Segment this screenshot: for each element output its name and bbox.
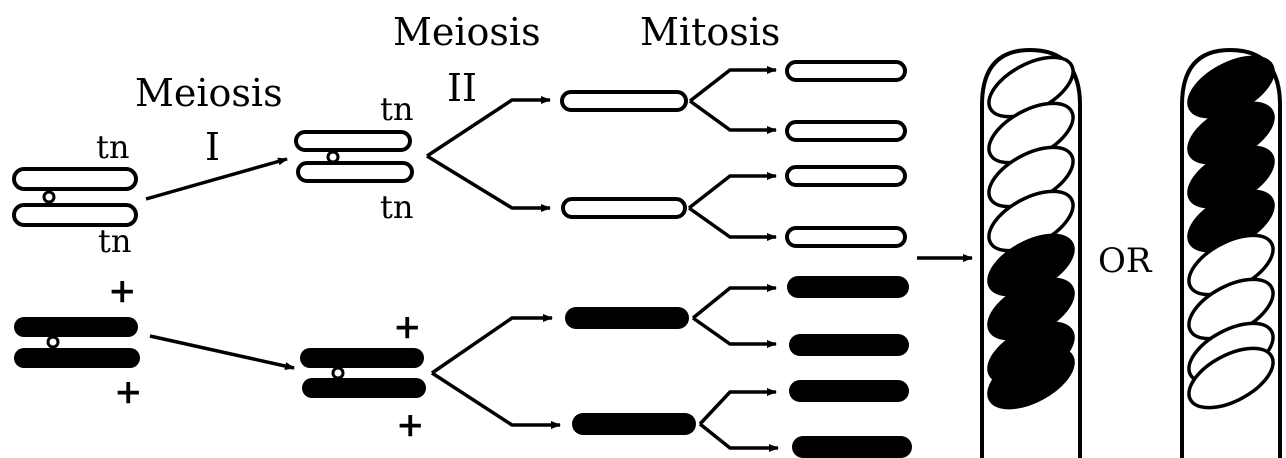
chromosome [14, 169, 136, 189]
meiosis-i-label: Meiosis [135, 71, 283, 115]
chromatid [565, 307, 689, 329]
arrow [689, 208, 776, 237]
or-label: OR [1098, 241, 1153, 281]
centromere [333, 368, 343, 378]
chromatid [563, 199, 685, 217]
meiosis-ii-numeral: II [447, 66, 477, 110]
chromatid [789, 334, 909, 356]
tn-marker: tn [98, 222, 131, 260]
chromatid [572, 413, 696, 435]
arrow [150, 336, 294, 368]
arrow [693, 288, 776, 318]
arrow [427, 100, 550, 156]
arrow [700, 424, 778, 448]
meiosis-ii-products [562, 92, 696, 435]
chromosome [14, 317, 138, 337]
centromere [44, 192, 54, 202]
chromatid [562, 92, 686, 110]
plus-marker: + [393, 307, 422, 347]
parental-mutant-chromosomes [14, 169, 136, 225]
arrow [690, 70, 776, 101]
arrow [689, 176, 776, 208]
chromatid [296, 132, 410, 150]
plus-marker: + [396, 405, 425, 445]
tn-marker: tn [380, 188, 413, 226]
chromatid [302, 378, 426, 398]
tn-marker: tn [96, 128, 129, 166]
mitosis-products [787, 62, 912, 458]
chromatid [792, 436, 912, 458]
ascus-left [980, 45, 1083, 458]
meiosis-ii-label: Meiosis [393, 10, 541, 54]
chromatid [787, 167, 905, 185]
chromatid [789, 380, 909, 402]
centromere [328, 152, 338, 162]
dyad-wildtype [300, 348, 426, 398]
ascus-right [1180, 45, 1283, 458]
meiosis-i-numeral: I [205, 125, 220, 169]
arrow [432, 318, 552, 373]
arrow [690, 101, 776, 130]
parental-wildtype-chromosomes [14, 317, 140, 368]
chromatid [787, 228, 905, 246]
arrow [427, 156, 550, 208]
dyad-mutant [296, 132, 412, 181]
chromatid [298, 163, 412, 181]
tn-marker: tn [380, 90, 413, 128]
chromosome [14, 348, 140, 368]
chromatid [787, 276, 909, 298]
plus-marker: + [108, 271, 137, 311]
mitosis-label: Mitosis [640, 10, 780, 54]
chromatid [787, 62, 905, 80]
chromatid [300, 348, 424, 368]
arrow [432, 373, 560, 425]
arrow [693, 318, 776, 344]
centromere [48, 337, 58, 347]
plus-marker: + [114, 372, 143, 412]
chromatid [787, 122, 905, 140]
arrow [700, 392, 776, 424]
